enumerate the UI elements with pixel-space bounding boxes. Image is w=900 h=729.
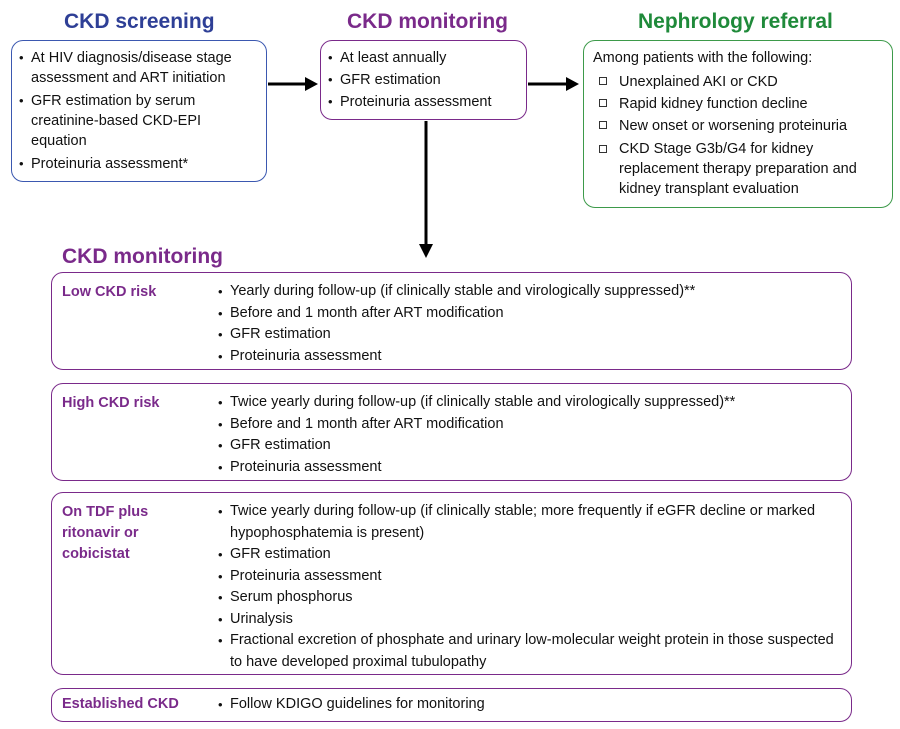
risk-item: Twice yearly during follow-up (if clinic…	[218, 501, 841, 544]
referral-item: CKD Stage G3b/G4 for kidney replacement …	[591, 139, 886, 199]
risk-item: Before and 1 month after ART modificatio…	[218, 303, 841, 325]
arrow-head-2	[566, 77, 579, 91]
referral-item: Unexplained AKI or CKD	[591, 71, 886, 93]
risk-item: Proteinuria assessment	[218, 457, 841, 479]
risk-group-high: High CKD risk Twice yearly during follow…	[51, 383, 852, 481]
risk-group-low: Low CKD risk Yearly during follow-up (if…	[51, 272, 852, 370]
referral-box: Among patients with the following: Unexp…	[583, 40, 893, 208]
arrow-head-3	[419, 244, 433, 258]
monitoring-box: At least annually GFR estimation Protein…	[320, 40, 527, 120]
arrow-head-1	[305, 77, 318, 91]
referral-item: Rapid kidney function decline	[591, 93, 886, 115]
monitoring-item: GFR estimation	[328, 69, 520, 91]
risk-label: Established CKD	[62, 696, 179, 712]
risk-group-tdf: On TDF plus ritonavir or cobicistat Twic…	[51, 492, 852, 675]
risk-item: Proteinuria assessment	[218, 566, 841, 588]
risk-item: Yearly during follow-up (if clinically s…	[218, 281, 841, 303]
risk-item: Twice yearly during follow-up (if clinic…	[218, 392, 841, 414]
risk-item: Before and 1 month after ART modificatio…	[218, 414, 841, 436]
screening-item: GFR estimation by serum creatinine-based…	[19, 91, 260, 151]
risk-item: Proteinuria assessment	[218, 346, 841, 368]
risk-label: Low CKD risk	[62, 284, 157, 300]
screening-item: Proteinuria assessment*	[19, 154, 260, 174]
risk-item: Fractional excretion of phosphate and ur…	[218, 630, 841, 673]
referral-title: Nephrology referral	[638, 10, 833, 33]
risk-item: GFR estimation	[218, 544, 841, 566]
referral-intro: Among patients with the following:	[593, 50, 813, 66]
monitoring-item: At least annually	[328, 47, 520, 69]
screening-box: At HIV diagnosis/disease stage assessmen…	[11, 40, 267, 182]
risk-item: Follow KDIGO guidelines for monitoring	[218, 694, 841, 716]
risk-label: High CKD risk	[62, 395, 160, 411]
monitoring-title: CKD monitoring	[347, 10, 508, 33]
screening-title: CKD screening	[64, 10, 215, 33]
risk-item: GFR estimation	[218, 435, 841, 457]
risk-item: GFR estimation	[218, 324, 841, 346]
detail-title: CKD monitoring	[62, 245, 223, 268]
risk-label: On TDF plus ritonavir or cobicistat	[62, 504, 149, 562]
screening-item: At HIV diagnosis/disease stage assessmen…	[19, 48, 260, 88]
risk-item: Serum phosphorus	[218, 587, 841, 609]
risk-item: Urinalysis	[218, 609, 841, 631]
monitoring-item: Proteinuria assessment	[328, 91, 520, 113]
referral-item: New onset or worsening proteinuria	[591, 115, 886, 137]
risk-group-established: Established CKD Follow KDIGO guidelines …	[51, 688, 852, 722]
